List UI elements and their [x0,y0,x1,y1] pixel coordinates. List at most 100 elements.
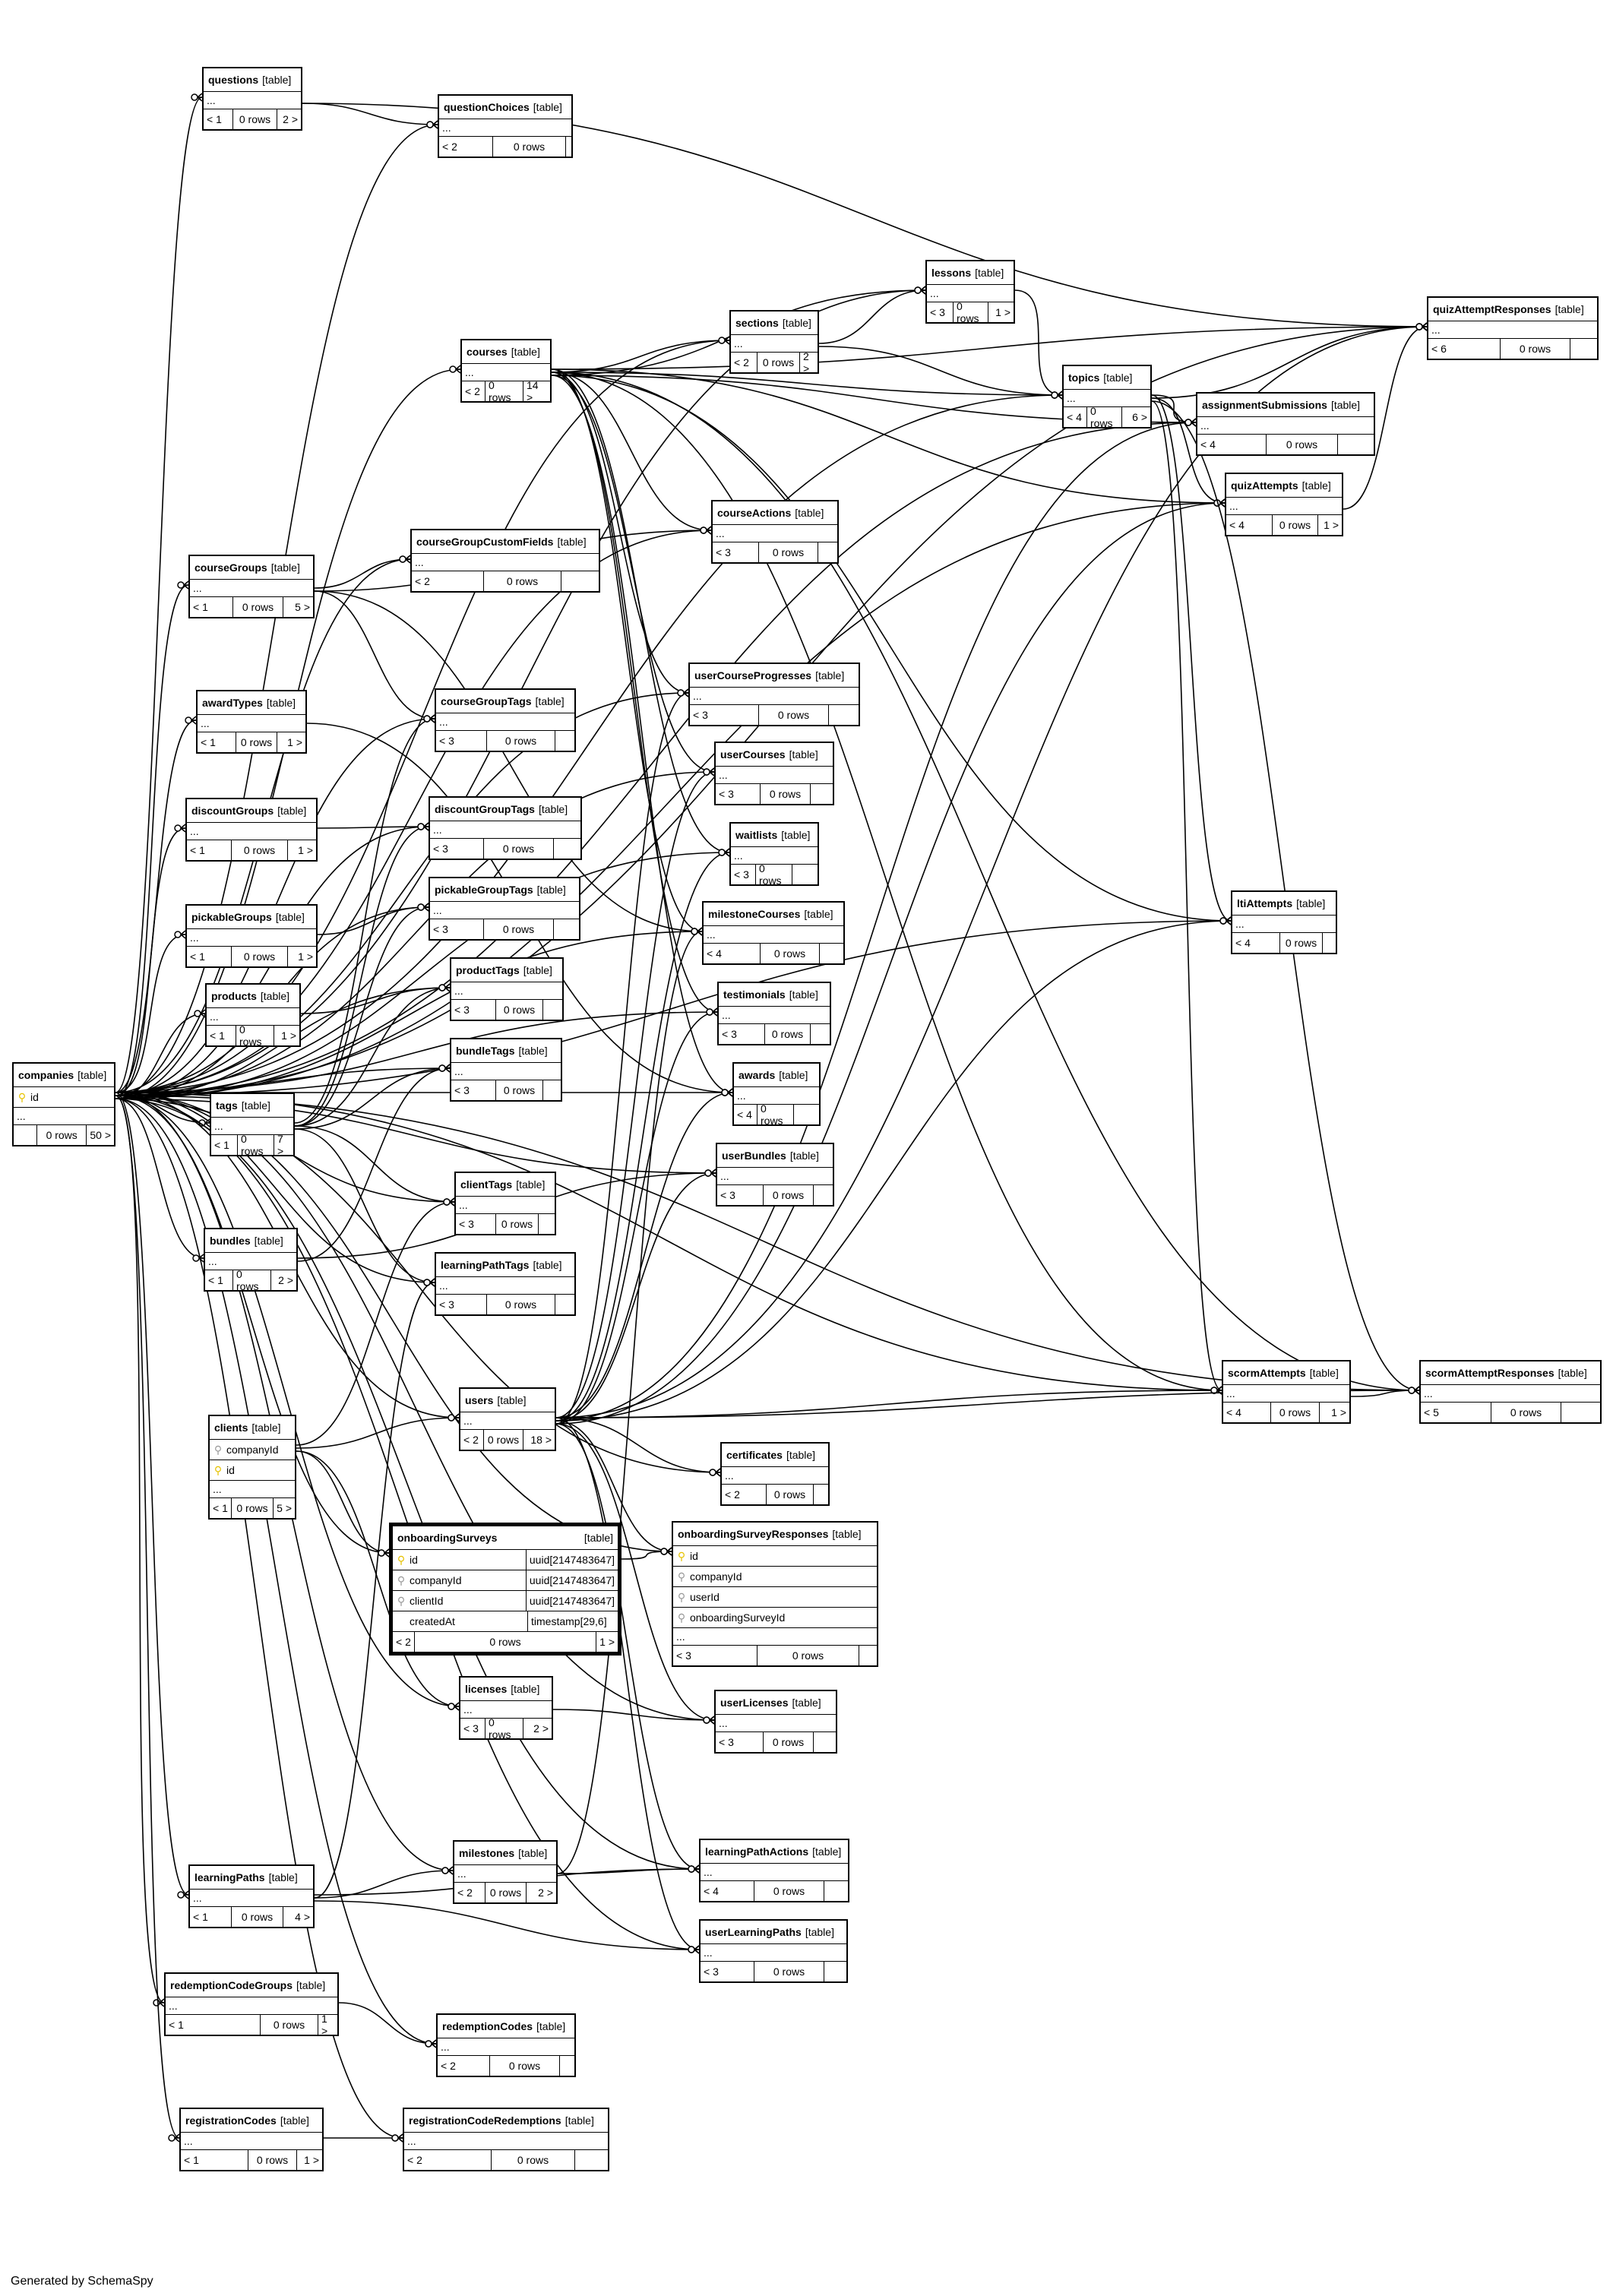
parents-count: < 3 [433,923,448,935]
crows-foot-marker [920,286,926,295]
more-columns: ... [412,554,599,571]
more-columns: ... [460,1412,555,1430]
row-count: 0 rows [230,1498,273,1518]
parents-count: < 1 [213,1502,228,1514]
relationship-courseGroupCustomFields-courseGroups [314,558,411,589]
table-type: [table] [275,911,305,923]
table-name: userLicenses [720,1697,789,1709]
relationship-userCourses-users [555,771,715,1418]
row-count: 0 rows [231,1907,283,1927]
crows-foot-marker [712,1007,718,1017]
more-columns: ... [734,1087,819,1105]
table-type: [table] [518,1045,548,1057]
crows-foot-marker [200,1009,206,1018]
row-count: 0 rows [232,597,283,617]
row-count: 0 rows [495,1214,538,1234]
table-type: [table] [557,536,587,548]
relationship-questionChoices-questions [302,103,438,125]
crows-foot-marker [423,903,429,912]
parents-count: < 1 [190,950,205,963]
children-count [824,1962,846,1981]
crows-foot-marker [423,822,429,831]
row-count: 0 rows [236,732,277,752]
row-count: 0 rows [492,137,565,157]
crows-foot-marker [204,1118,210,1127]
table-type: [table] [795,507,824,519]
foreign-key-icon: ⚲ [397,1594,406,1607]
table-type: [table] [781,829,811,841]
relationship-topics-companies [115,394,1063,1093]
crows-foot-marker [1226,916,1232,925]
more-columns: ... [404,2133,608,2150]
children-count [565,137,584,157]
children-count [542,1000,562,1020]
optional-marker [441,1867,449,1874]
children-count [553,839,580,859]
table-registrationCodeRedemptions[interactable]: registrationCodeRedemptions[table]...< 2… [403,2108,609,2171]
table-name: milestones [459,1847,515,1859]
relationship-registrationCodes-companies [115,1095,180,2139]
table-onboardingSurveyResponses[interactable]: onboardingSurveyResponses[table] ⚲id ⚲co… [672,1521,878,1667]
optional-marker [194,1010,201,1017]
optional-marker [399,555,406,563]
parents-count: < 1 [169,2019,184,2031]
table-type: [table] [241,1099,270,1112]
relationship-userLicenses-users [555,1423,715,1721]
parents-count: < 1 [210,1029,225,1042]
optional-marker [718,849,726,856]
relationship-redemptionCodes-companies [115,1098,437,2045]
row-count: 0 rows [758,542,818,562]
row-count: 0 rows [36,1125,86,1145]
relationship-licenses-clients [296,1450,460,1707]
